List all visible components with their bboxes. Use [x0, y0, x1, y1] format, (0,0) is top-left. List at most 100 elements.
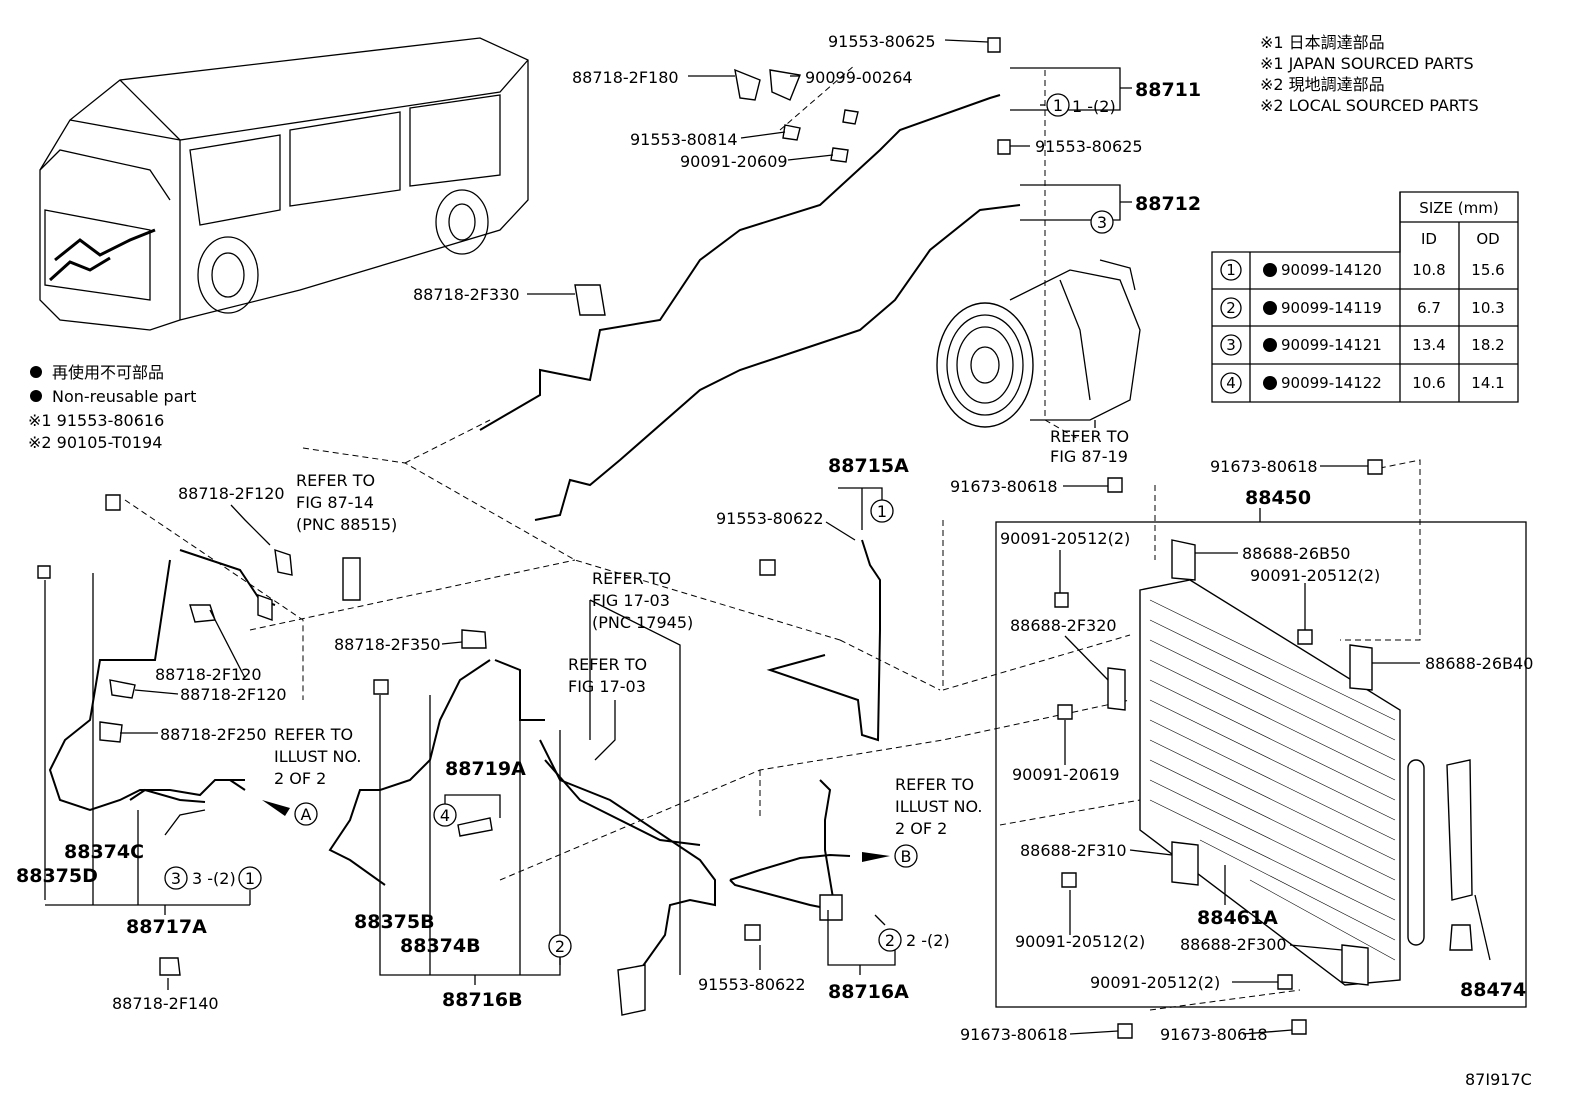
bolt-icon: [1367, 459, 1383, 475]
label-refer-ill-b3: 2 OF 2: [895, 819, 947, 838]
label-91553-80622-b: 91553-80622: [698, 975, 806, 994]
label-91673-80618-d: 91673-80618: [1160, 1025, 1268, 1044]
table-cell-id: 10.8: [1412, 261, 1445, 279]
table-cell-part: 90099-14122: [1281, 374, 1382, 392]
bolt-icon: [782, 124, 801, 141]
bullet-icon: [30, 366, 42, 378]
bolt-icon: [105, 494, 121, 511]
label-88688-2F320: 88688-2F320: [1010, 616, 1117, 635]
svg-text:3: 3: [1226, 336, 1236, 354]
label-90091-20512-d: 90091-20512(2): [1090, 973, 1220, 992]
note-ref-1: ※1 91553-80616: [28, 411, 164, 430]
label-91673-80618-b: 91673-80618: [1210, 457, 1318, 476]
non-reusable-dot-icon: [1263, 338, 1277, 352]
label-91673-80618-a: 91673-80618: [950, 477, 1058, 496]
callout-2: 2: [878, 928, 902, 952]
table-cell-part: 90099-14119: [1281, 299, 1382, 317]
label-88719A: 88719A: [445, 758, 526, 780]
table-row: 3 90099-14121 13.4 18.2: [1220, 334, 1505, 356]
bracket-icon: [1171, 841, 1199, 886]
clip-icon: [109, 679, 136, 699]
label-88450: 88450: [1245, 487, 1311, 509]
bullet-icon: [30, 390, 42, 402]
note-non-reusable-en: Non-reusable part: [52, 387, 196, 406]
part-labels: 91553-80625 88718-2F180 90099-00264 8871…: [16, 32, 1533, 1089]
notes-left: 再使用不可部品 Non-reusable part ※1 91553-80616…: [28, 363, 196, 452]
label-88712: 88712: [1135, 193, 1201, 215]
label-88375B: 88375B: [354, 911, 435, 933]
bolt-icon: [830, 147, 849, 163]
bolt-icon: [1057, 704, 1073, 720]
callout-3: 3: [164, 866, 188, 890]
label-qty-2: 2 -(2): [906, 931, 950, 950]
bolt-icon: [1277, 974, 1293, 990]
clamp-icon: [734, 68, 761, 101]
svg-text:2: 2: [1226, 299, 1236, 317]
label-88688-2F310: 88688-2F310: [1020, 841, 1127, 860]
table-cell-id: 10.6: [1412, 374, 1445, 392]
clamp-icon: [274, 548, 293, 576]
bolt-icon: [997, 139, 1011, 155]
svg-text:B: B: [901, 847, 912, 866]
figure-code: 87I917C: [1465, 1070, 1532, 1089]
label-refer-87-14-c: (PNC 88515): [296, 515, 397, 534]
arrow-icon: [262, 800, 290, 816]
label-88718-2F120-a: 88718-2F120: [178, 484, 285, 503]
callout-3: 3: [1090, 210, 1114, 234]
cap-icon: [37, 565, 51, 579]
label-refer-ill-a3: 2 OF 2: [274, 769, 326, 788]
svg-text:3: 3: [1097, 213, 1107, 232]
label-refer-ill-b2: ILLUST NO.: [895, 797, 982, 816]
svg-text:1: 1: [1053, 96, 1063, 115]
note-ref-2: ※2 90105-T0194: [28, 433, 162, 452]
table-cell-part: 90099-14121: [1281, 336, 1382, 354]
label-qty-3: 3 -(2): [192, 869, 236, 888]
label-88688-26B50: 88688-26B50: [1242, 544, 1350, 563]
label-88374C: 88374C: [64, 841, 144, 863]
label-90099-00264: 90099-00264: [805, 68, 913, 87]
hardware-parts: [37, 37, 1383, 1039]
note-japan-sourced-jp: ※1 日本調達部品: [1260, 33, 1385, 52]
size-table: SIZE (mm) ID OD 1 90099-14120 10.8 15.6 …: [1211, 191, 1519, 403]
bolt-icon: [759, 559, 776, 576]
label-refer-87-14-a: REFER TO: [296, 471, 375, 490]
label-88718-2F180: 88718-2F180: [572, 68, 679, 87]
sensor-icon: [457, 817, 493, 837]
bracket-icon: [819, 894, 843, 921]
svg-text:4: 4: [440, 806, 450, 825]
table-cell-part: 90099-14120: [1281, 261, 1382, 279]
label-88711: 88711: [1135, 79, 1201, 101]
notes-top-right: ※1 日本調達部品 ※1 JAPAN SOURCED PARTS ※2 現地調達…: [1260, 33, 1479, 115]
label-90091-20619: 90091-20619: [1012, 765, 1120, 784]
svg-text:1: 1: [1226, 261, 1236, 279]
dashed-outlines: [124, 64, 1421, 1011]
label-88374B: 88374B: [400, 935, 481, 957]
label-qty-88711: 1 -(2): [1072, 97, 1116, 116]
svg-text:2: 2: [555, 937, 565, 956]
condenser-assembly: [995, 521, 1527, 1008]
table-cell-od: 18.2: [1471, 336, 1504, 354]
expansion-valve-icon: [342, 557, 361, 601]
label-90091-20512-a: 90091-20512(2): [1000, 529, 1130, 548]
bolt-icon: [987, 37, 1001, 53]
bolt-icon: [1297, 629, 1313, 645]
bolt-icon: [842, 109, 859, 125]
note-non-reusable-jp: 再使用不可部品: [52, 363, 164, 382]
label-refer-87-19-a: REFER TO: [1050, 427, 1129, 446]
label-91673-80618-c: 91673-80618: [960, 1025, 1068, 1044]
van-illustration: [39, 37, 529, 331]
size-table-header: SIZE (mm): [1419, 199, 1498, 217]
table-row: 2 90099-14119 6.7 10.3: [1220, 297, 1505, 319]
svg-text:4: 4: [1226, 374, 1236, 392]
label-91553-80625-mid: 91553-80625: [1035, 137, 1143, 156]
label-refer-17-03-b2: FIG 17-03: [568, 677, 646, 696]
clip-icon: [99, 721, 123, 743]
label-88716A: 88716A: [828, 981, 909, 1003]
size-table-col-id: ID: [1421, 230, 1437, 248]
label-88717A: 88717A: [126, 916, 207, 938]
table-row: 4 90099-14122 10.6 14.1: [1220, 372, 1505, 394]
svg-text:A: A: [301, 805, 312, 824]
leader-lines: [44, 39, 1491, 1035]
label-88718-2F350: 88718-2F350: [334, 635, 441, 654]
label-refer-ill-a1: REFER TO: [274, 725, 353, 744]
